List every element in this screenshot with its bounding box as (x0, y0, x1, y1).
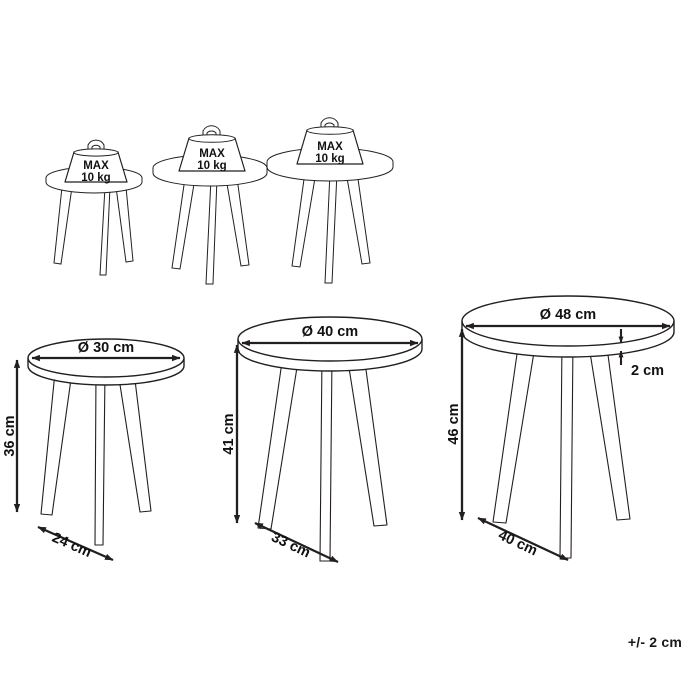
table-icon-medium (152, 154, 268, 285)
table-icon-large (266, 147, 394, 284)
large-height-label: 46 cm (446, 403, 462, 444)
large-diameter-label: Ø 48 cm (540, 307, 596, 323)
medium-diameter-label: Ø 40 cm (302, 324, 358, 340)
load-illustration-medium: MAX 10 kg (152, 125, 268, 285)
load-small-line1: MAX (83, 160, 109, 172)
load-medium-line1: MAX (199, 148, 225, 160)
small-diameter-label: Ø 30 cm (78, 340, 134, 356)
tolerance-note: +/- 2 cm (627, 634, 682, 650)
weight-icon-small (64, 139, 128, 183)
medium-depth-arrow (254, 521, 339, 564)
large-depth-arrow (477, 516, 569, 562)
large-thickness-label: 2 cm (631, 363, 664, 379)
small-height-label: 36 cm (2, 415, 18, 456)
weight-icon-medium (178, 125, 246, 172)
medium-height-label: 41 cm (221, 413, 237, 454)
load-medium-line2: 10 kg (197, 160, 226, 172)
load-large-line2: 10 kg (315, 153, 344, 165)
load-large-line1: MAX (317, 141, 343, 153)
small-depth-arrow (37, 525, 114, 562)
weight-icon-large (296, 117, 364, 165)
load-illustration-small: MAX 10 kg (45, 139, 143, 276)
load-illustration-large: MAX 10 kg (266, 117, 394, 284)
table-medium: Ø 40 cm 41 cm 33 cm (221, 316, 423, 564)
small-depth-label: 24 cm (50, 530, 94, 561)
table-large: Ø 48 cm 46 cm 40 cm 2 cm (446, 295, 675, 562)
large-depth-label: 40 cm (496, 527, 540, 559)
table-small: Ø 30 cm 36 cm 24 cm (2, 338, 185, 562)
load-small-line2: 10 kg (81, 172, 110, 184)
medium-depth-label: 33 cm (269, 529, 313, 561)
